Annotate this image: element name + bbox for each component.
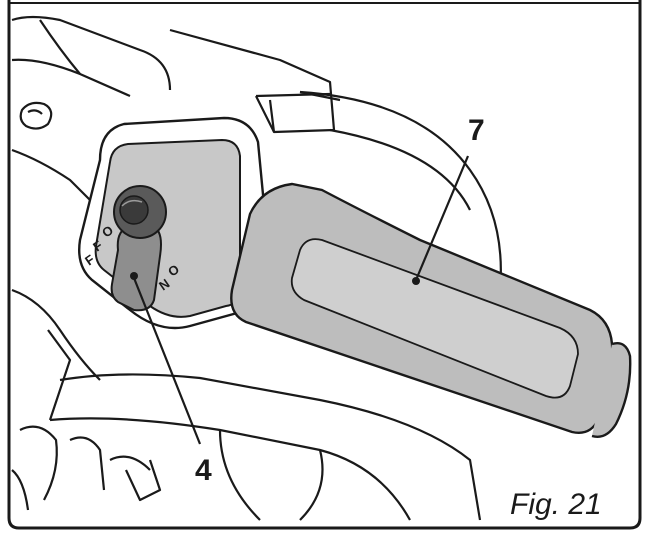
grip-groove [290, 238, 579, 399]
machine-body [11, 15, 502, 521]
leader-lines [132, 155, 470, 445]
leader-dot-4 [130, 272, 138, 280]
leader-line-4 [132, 277, 202, 445]
callout-label-7: 7 [468, 114, 485, 147]
leader-line-7 [414, 155, 470, 281]
frame-border [7, 0, 642, 530]
throttle-grip [230, 182, 632, 438]
callout-label-4: 4 [195, 454, 212, 487]
leader-dot-7 [412, 277, 420, 285]
figure-caption: Fig. 21 [510, 488, 602, 521]
ignition-lever [110, 185, 167, 312]
